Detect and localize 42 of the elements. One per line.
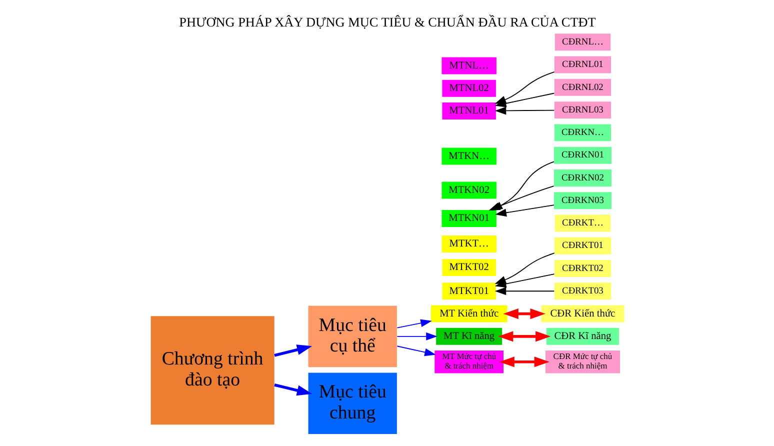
- arrow: [494, 287, 554, 296]
- node-box: MTKN01: [441, 210, 496, 227]
- node-box: CĐRNL03: [554, 102, 611, 119]
- node-box: CĐRKN02: [553, 169, 611, 186]
- arrow: [494, 204, 554, 217]
- node-box: Chương trình đào tạo: [150, 316, 274, 425]
- node-box: MTNL…: [441, 57, 496, 74]
- arrow: [396, 319, 432, 328]
- node-box: CĐRKN01: [553, 146, 611, 164]
- arrow: [274, 384, 312, 396]
- node-box: MTKN02: [441, 182, 496, 199]
- node-box: MT Mức tự chủ & trách nhiệm: [434, 350, 503, 374]
- arrow: [396, 346, 436, 356]
- arrow: [274, 344, 312, 357]
- node-box: MTKT01: [442, 282, 496, 300]
- node-box: CĐRKT…: [554, 214, 610, 232]
- arrow: [498, 356, 549, 368]
- node-box: CĐRKT02: [554, 260, 611, 277]
- node-box: CĐR Mức tự chủ & trách nhiệm: [544, 350, 620, 374]
- node-box: CĐRNL…: [554, 34, 610, 51]
- node-box: CĐRKT01: [554, 237, 611, 254]
- node-box: MTNL02: [442, 80, 496, 97]
- node-box: MTNL01: [442, 102, 496, 120]
- arrow: [396, 332, 437, 340]
- node-box: Mục tiêu cụ thể: [308, 306, 396, 368]
- node-box: CĐRKT03: [554, 282, 611, 300]
- node-box: MT Kĩ năng: [436, 328, 502, 345]
- node-box: MTKN…: [441, 148, 496, 165]
- arrow: [502, 308, 545, 320]
- node-box: MT Kiến thức: [430, 305, 507, 322]
- diagram-title: PHƯƠNG PHÁP XÂY DỰNG MỤC TIÊU & CHUẨN ĐẦU RA CỦA CTĐT: [178, 14, 596, 30]
- node-box: Mục tiêu chung: [308, 372, 396, 434]
- node-box: CĐRKN03: [553, 192, 611, 210]
- node-box: CĐRNL01: [554, 56, 611, 74]
- node-box: MTKT02: [442, 259, 496, 276]
- arrow: [494, 106, 554, 115]
- node-box: CĐR Kiến thức: [540, 305, 624, 322]
- node-box: CĐRKN…: [554, 124, 611, 142]
- node-box: MTKT…: [441, 236, 496, 252]
- node-box: CĐR Kĩ năng: [546, 328, 619, 345]
- arrow: [498, 331, 550, 342]
- node-box: CĐRNL02: [554, 78, 611, 96]
